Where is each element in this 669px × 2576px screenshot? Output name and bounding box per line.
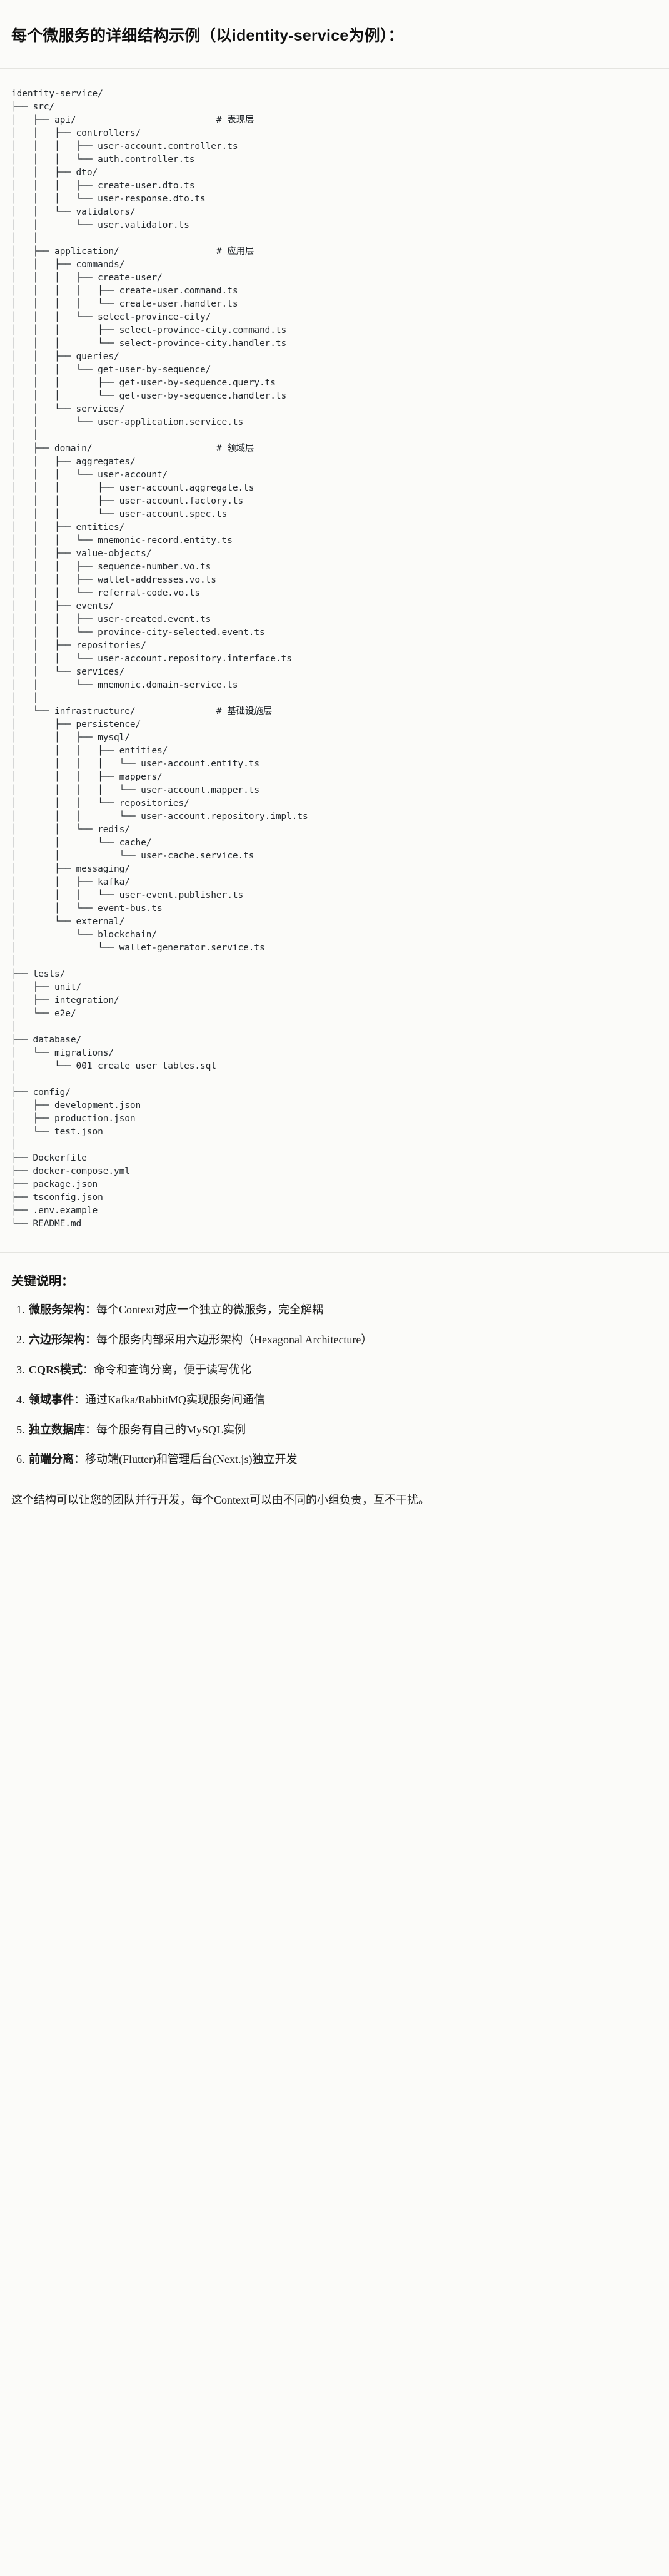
divider-bottom <box>0 1252 669 1253</box>
directory-tree-block: identity-service/ ├── src/ │ ├── api/ # … <box>0 74 669 1247</box>
key-point-term: 微服务架构 <box>29 1303 85 1316</box>
list-item: 领域事件：通过Kafka/RabbitMQ实现服务间通信 <box>28 1392 658 1409</box>
key-points-title: 关键说明： <box>11 1275 74 1288</box>
key-point-body: ：通过Kafka/RabbitMQ实现服务间通信 <box>74 1393 265 1406</box>
key-point-body: ：移动端(Flutter)和管理后台(Next.js)独立开发 <box>74 1453 298 1466</box>
key-point-body: ：每个Context对应一个独立的微服务，完全解耦 <box>85 1303 323 1316</box>
key-points-section: 关键说明： 微服务架构：每个Context对应一个独立的微服务，完全解耦 六边形… <box>0 1258 669 1487</box>
key-point-body: ：命令和查询分离，便于读写优化 <box>83 1363 252 1376</box>
list-item: 六边形架构：每个服务内部采用六边形架构（Hexagonal Architectu… <box>28 1331 658 1349</box>
key-point-term: 前端分离 <box>29 1453 74 1466</box>
list-item: 微服务架构：每个Context对应一个独立的微服务，完全解耦 <box>28 1301 658 1319</box>
list-item: 独立数据库：每个服务有自己的MySQL实例 <box>28 1422 658 1439</box>
key-point-term: 独立数据库 <box>29 1423 85 1436</box>
key-points-list: 微服务架构：每个Context对应一个独立的微服务，完全解耦 六边形架构：每个服… <box>11 1301 658 1469</box>
list-item: 前端分离：移动端(Flutter)和管理后台(Next.js)独立开发 <box>28 1451 658 1469</box>
key-point-term: 领域事件 <box>29 1393 74 1406</box>
closing-paragraph: 这个结构可以让您的团队并行开发，每个Context可以由不同的小组负责，互不干扰… <box>11 1494 430 1507</box>
key-point-term: 六边形架构 <box>29 1333 85 1346</box>
key-point-body: ：每个服务有自己的MySQL实例 <box>85 1423 246 1436</box>
key-point-term: CQRS模式 <box>29 1363 83 1376</box>
document-page: 每个微服务的详细结构示例（以identity-service为例）： ident… <box>0 10 669 1526</box>
divider-top <box>0 68 669 69</box>
list-item: CQRS模式：命令和查询分离，便于读写优化 <box>28 1362 658 1379</box>
key-point-body: ：每个服务内部采用六边形架构（Hexagonal Architecture） <box>85 1333 373 1346</box>
directory-tree: identity-service/ ├── src/ │ ├── api/ # … <box>11 89 308 1229</box>
page-title: 每个微服务的详细结构示例（以identity-service为例）： <box>11 26 404 44</box>
